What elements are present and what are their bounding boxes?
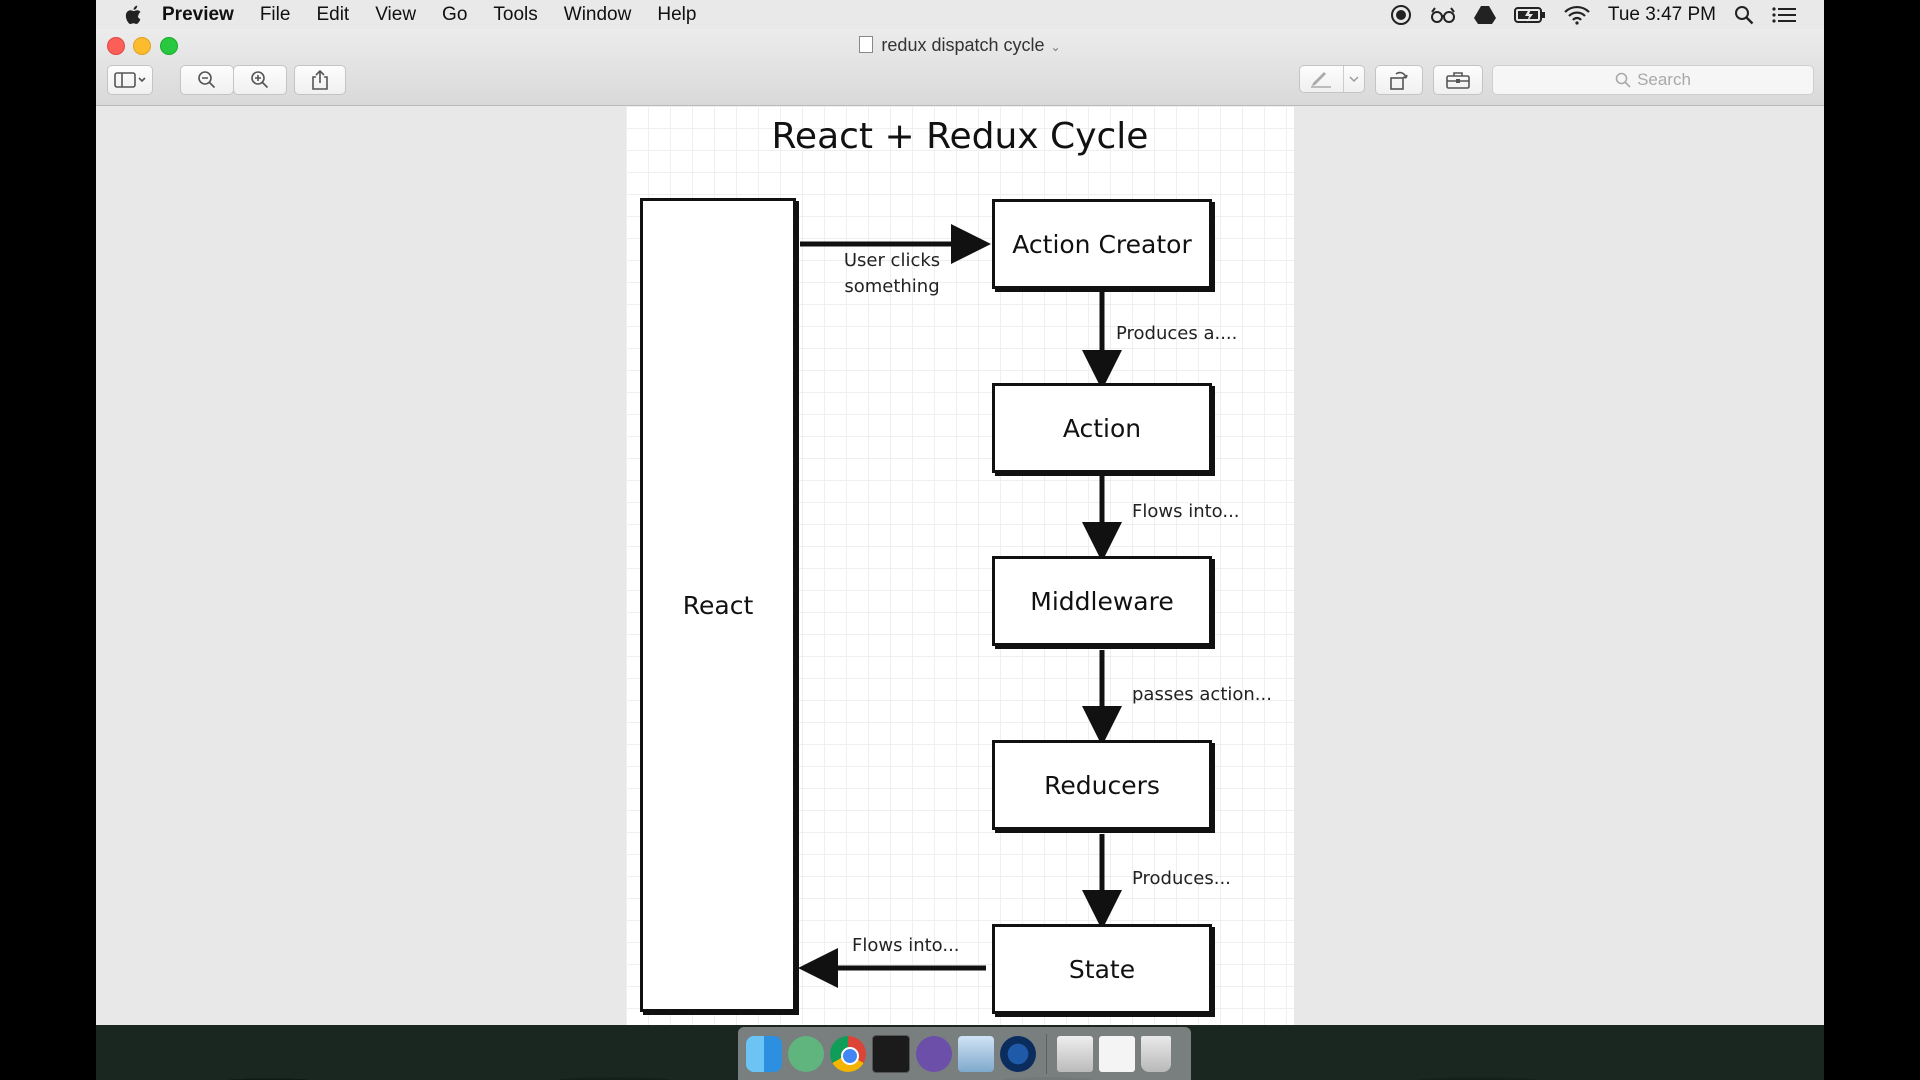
menu-bar-clock[interactable]: Tue 3:47 PM: [1607, 3, 1716, 25]
menu-bar: Preview File Edit View Go Tools Window H…: [96, 0, 1824, 30]
zoom-in-icon: [251, 71, 269, 89]
document-page[interactable]: React + Redux Cycle React Action Creator…: [626, 106, 1294, 1025]
terminal-icon[interactable]: [872, 1034, 910, 1073]
action-creator-box: Action Creator: [992, 199, 1212, 289]
quill-icon[interactable]: [916, 1035, 952, 1072]
label-user-clicks-line1: User clicks: [843, 250, 941, 271]
zoom-in-button[interactable]: [233, 65, 287, 95]
quicktime-icon[interactable]: [1000, 1035, 1036, 1072]
document-title-text: redux dispatch cycle: [881, 35, 1045, 55]
label-produces: Produces...: [1132, 868, 1231, 889]
stack-icon[interactable]: [1057, 1035, 1093, 1072]
atom-icon[interactable]: [788, 1035, 824, 1072]
react-box: React: [640, 198, 796, 1012]
minimize-window-button[interactable]: [133, 37, 151, 55]
markup-pen-button[interactable]: [1299, 65, 1365, 93]
drive-icon[interactable]: [1473, 5, 1496, 25]
rotate-icon: [1390, 71, 1408, 90]
state-box: State: [992, 924, 1212, 1014]
label-flows-into-middleware: Flows into...: [1132, 501, 1240, 522]
sidebar-icon: [114, 72, 146, 88]
menu-bar-status-area: Tue 3:47 PM: [1390, 0, 1796, 29]
search-icon: [1615, 72, 1631, 88]
zoom-out-icon: [198, 71, 216, 89]
search-placeholder: Search: [1637, 70, 1691, 89]
wifi-icon[interactable]: [1564, 5, 1590, 25]
menu-window[interactable]: Window: [563, 3, 632, 25]
document-viewer[interactable]: React + Redux Cycle React Action Creator…: [96, 106, 1824, 1025]
label-produces-a: Produces a....: [1116, 323, 1238, 344]
menu-view[interactable]: View: [375, 3, 417, 25]
label-user-clicks: User clicks something: [812, 248, 972, 300]
zoom-out-button[interactable]: [180, 65, 234, 95]
record-icon[interactable]: [1390, 4, 1412, 26]
rotate-button[interactable]: [1375, 65, 1423, 95]
window-titlebar: redux dispatch cycle ⌄ Search: [96, 29, 1824, 106]
diagram-arrows: [798, 224, 1122, 988]
close-window-button[interactable]: [107, 37, 125, 55]
diagram-title: React + Redux Cycle: [771, 116, 1149, 157]
label-passes-action: passes action...: [1132, 684, 1272, 705]
spotlight-search-icon[interactable]: [1734, 5, 1754, 25]
mail-icon[interactable]: [1099, 1035, 1135, 1072]
label-flows-into-react: Flows into...: [852, 935, 960, 956]
glasses-icon[interactable]: [1430, 6, 1456, 24]
share-button[interactable]: [294, 65, 346, 95]
dock: [738, 1027, 1191, 1080]
trash-icon[interactable]: [1141, 1035, 1171, 1072]
markup-dropdown-button[interactable]: [1343, 66, 1364, 92]
chrome-icon[interactable]: [830, 1035, 866, 1072]
action-box: Action: [992, 383, 1212, 473]
search-input[interactable]: Search: [1492, 65, 1814, 95]
middleware-box: Middleware: [992, 556, 1212, 646]
notification-center-icon[interactable]: [1772, 6, 1796, 24]
menu-tools[interactable]: Tools: [493, 3, 538, 25]
document-title[interactable]: redux dispatch cycle ⌄: [96, 35, 1824, 56]
battery-icon[interactable]: [1513, 6, 1546, 24]
preview-window: redux dispatch cycle ⌄ Search: [96, 29, 1824, 1025]
preview-icon[interactable]: [958, 1035, 994, 1072]
dock-separator: [1046, 1033, 1047, 1074]
chevron-down-icon: [1349, 76, 1359, 82]
zoom-window-button[interactable]: [160, 37, 178, 55]
menu-help[interactable]: Help: [657, 3, 697, 25]
chevron-down-icon: ⌄: [1050, 40, 1061, 54]
menu-app-preview[interactable]: Preview: [162, 3, 234, 25]
finder-icon[interactable]: [746, 1035, 782, 1072]
share-icon: [312, 70, 328, 90]
label-user-clicks-line2: something: [844, 276, 940, 298]
reducers-box: Reducers: [992, 740, 1212, 830]
menu-edit[interactable]: Edit: [316, 3, 350, 25]
toolbox-icon: [1446, 72, 1470, 89]
document-icon: [859, 36, 874, 53]
sidebar-toggle-button[interactable]: [107, 65, 153, 95]
pen-icon: [1311, 72, 1331, 88]
toolbox-button[interactable]: [1433, 65, 1483, 95]
menu-file[interactable]: File: [259, 3, 291, 25]
menu-go[interactable]: Go: [442, 3, 468, 25]
apple-icon[interactable]: [124, 4, 144, 26]
